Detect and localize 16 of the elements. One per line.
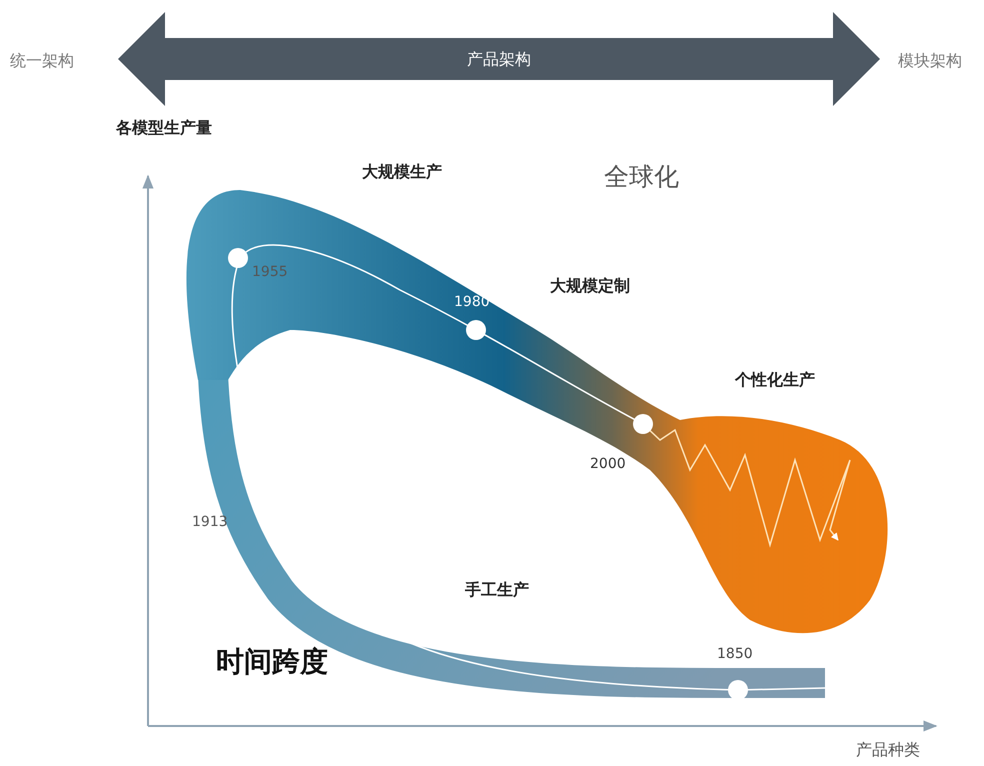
era-label: 大规模定制	[550, 276, 630, 296]
axis-end-label: 模块架构	[898, 51, 962, 70]
double-headed-arrow	[118, 12, 880, 106]
year-label: 1913	[192, 514, 228, 531]
chart-title: 时间跨度	[216, 645, 328, 679]
arrow-label: 产品架构	[467, 49, 531, 69]
year-label: 1850	[717, 646, 753, 663]
axis-end-label: 统一架构	[10, 51, 74, 70]
era-label: 全球化	[604, 162, 679, 192]
axis-title: 各模型生产量	[116, 118, 212, 138]
era-label: 大规模生产	[362, 162, 442, 182]
year-label: 2000	[590, 456, 626, 473]
era-label: 手工生产	[465, 580, 529, 600]
era-label: 个性化生产	[735, 370, 815, 390]
axis-title: 产品种类	[856, 740, 920, 760]
year-label: 1955	[252, 264, 288, 281]
